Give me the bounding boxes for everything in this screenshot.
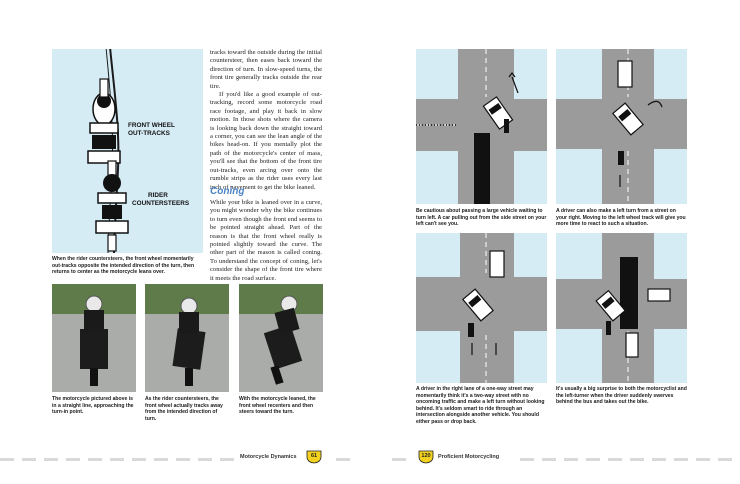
body-paragraph-1: tracks toward the outside during the ini…: [210, 49, 322, 90]
intersection-caption-2: A driver can also make a left turn from …: [556, 208, 686, 228]
label-rider-1: RIDER: [148, 192, 168, 199]
countersteer-diagram: FRONT WHEEL OUT-TRACKS RIDER COUNTERSTEE…: [52, 49, 203, 253]
photo-caption-1: The motorcycle pictured above is in a st…: [52, 396, 134, 416]
right-page-number-badge: 120: [418, 450, 434, 464]
left-footer-title: Motorcycle Dynamics: [240, 454, 297, 460]
intersection-diagram-4: [556, 233, 687, 383]
diagram-caption: When the rider countersteers, the front …: [52, 256, 195, 276]
photo-rider-leaned: [239, 284, 323, 392]
label-front-wheel-1: FRONT WHEEL: [128, 122, 175, 129]
intersection-diagram-3: [416, 233, 547, 383]
right-page-number: 120: [421, 453, 431, 459]
right-footer-title: Proficient Motorcycling: [438, 454, 500, 460]
label-rider-2: COUNTERSTEERS: [132, 200, 190, 207]
photo-rider-straight: [52, 284, 136, 392]
photo-caption-2: As the rider countersteers, the front wh…: [145, 396, 223, 422]
bus-shape: [620, 257, 638, 329]
left-page-number: 61: [310, 453, 318, 459]
intersection-diagram-2: [556, 49, 687, 204]
body-text-column: tracks toward the outside during the ini…: [210, 49, 322, 192]
label-front-wheel-2: OUT-TRACKS: [128, 130, 171, 137]
intersection-caption-1: Be cautious about passing a large vehicl…: [416, 208, 547, 228]
intersection-caption-4: It's usually a big surprise to both the …: [556, 386, 687, 406]
photo-caption-3: With the motorcycle leaned, the front wh…: [239, 396, 316, 416]
coning-paragraph: While your bike is leaned over in a curv…: [210, 199, 322, 282]
truck-shape: [474, 147, 490, 204]
section-heading-coning: Coning: [210, 186, 245, 197]
countersteer-diagram-svg: FRONT WHEEL OUT-TRACKS RIDER COUNTERSTEE…: [87, 49, 190, 253]
motorcycle-top-view-upper: [87, 78, 121, 164]
intersection-diagram-1: [416, 49, 547, 204]
photo-rider-countersteer: [145, 284, 229, 392]
intersection-caption-3: A driver in the right lane of a one-way …: [416, 386, 545, 425]
left-page-number-badge: 61: [306, 450, 322, 464]
motorcycle-top-view-lower: [95, 160, 129, 252]
body-paragraph-2: If you'd like a good example of out-trac…: [210, 91, 322, 191]
